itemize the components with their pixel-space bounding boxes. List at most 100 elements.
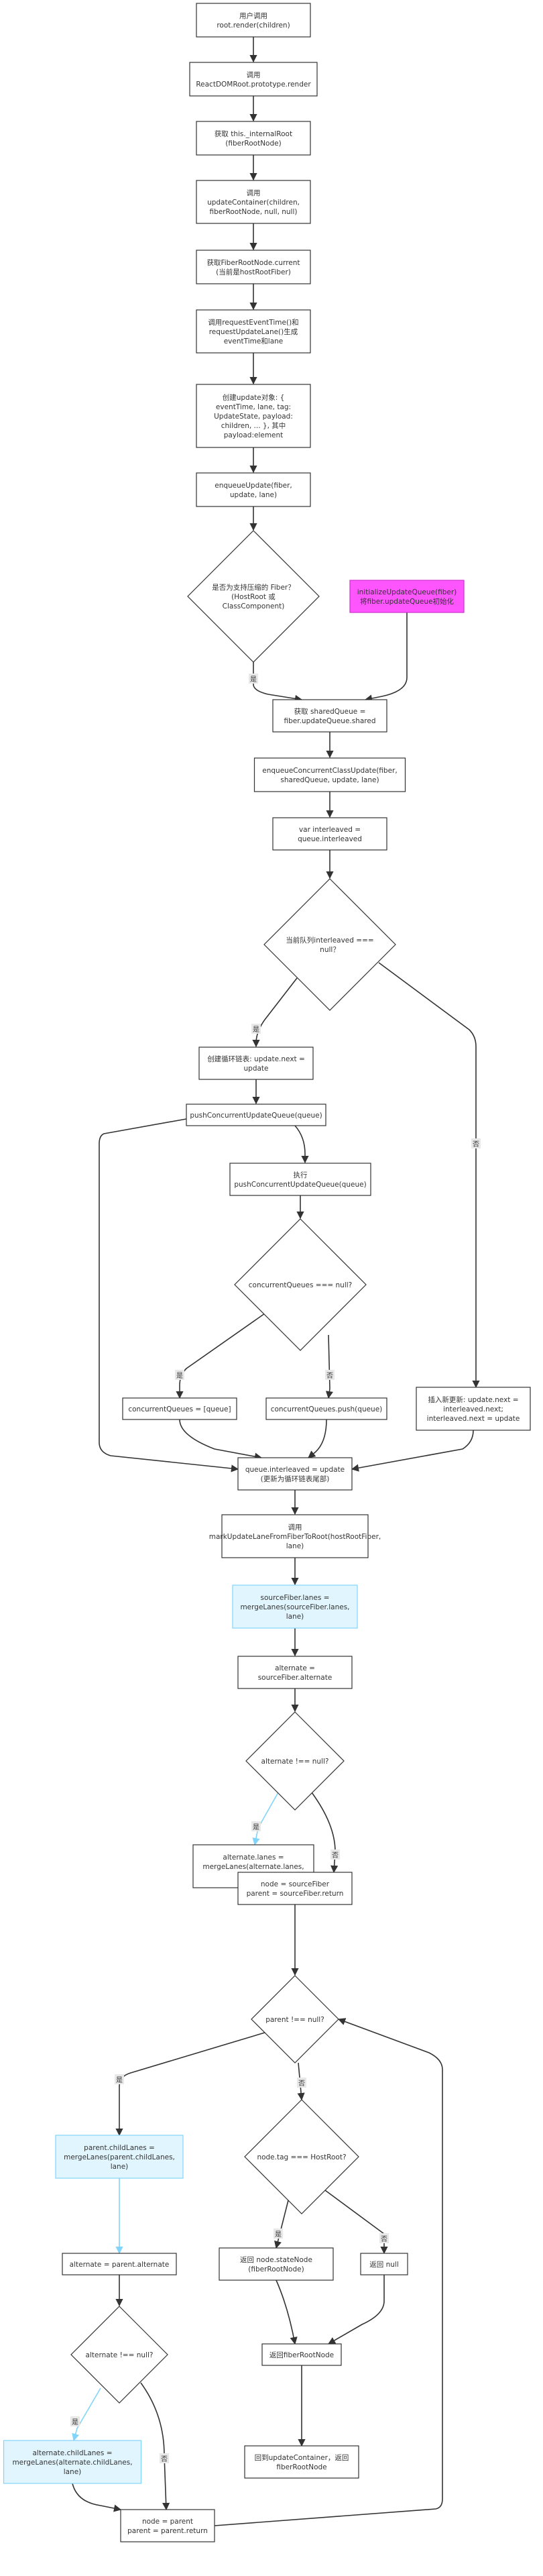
node-text-line: (fiberRootNode): [225, 140, 281, 148]
node-text-line: requestUpdateLane()生成: [209, 327, 298, 336]
edge-label-bg: [175, 1370, 184, 1380]
flow-node-d5: parent !== null?: [251, 1975, 339, 2063]
node-text-line: ReactDOMRoot.prototype.render: [196, 80, 311, 89]
edge-label: 是: [249, 674, 258, 684]
node-text-line: interleaved.next;: [443, 1405, 503, 1413]
node-text-line: pushConcurrentUpdateQueue(queue): [234, 1181, 366, 1189]
node-box: [416, 1387, 531, 1431]
flow-edge: [328, 2275, 385, 2345]
edge-label-text: 是: [275, 2231, 282, 2239]
node-text-line: 调用requestEventTime()和: [208, 319, 298, 327]
node-text-line: 调用: [247, 71, 261, 79]
flow-node-n27: 返回 null: [360, 2253, 408, 2275]
node-text-line: 调用: [288, 1523, 302, 1532]
node-text-line: eventTime和lane: [224, 337, 284, 345]
edge-label-text: 是: [253, 1026, 259, 1034]
node-text-line: root.render(children): [217, 21, 290, 30]
edge-label: 是: [175, 1370, 184, 1380]
node-text-line: var interleaved =: [299, 826, 361, 834]
node-text-line: mergeLanes(alternate.lanes,: [202, 1863, 304, 1871]
node-text-line: null？: [320, 946, 340, 954]
node-text-line: lane): [286, 1613, 304, 1621]
flow-edge: [311, 1792, 339, 1874]
node-box: [186, 1104, 326, 1126]
edge-label: 是: [251, 1821, 261, 1831]
node-text-line: updateContainer(children,: [207, 199, 300, 207]
node-box: [120, 2509, 215, 2542]
flow-node-n26: 返回 node.stateNode(fiberRootNode): [219, 2247, 334, 2281]
decision-diamond: [263, 878, 396, 1011]
flow-node-n15: concurrentQueues = [queue]: [122, 1397, 237, 1420]
node-text-line: 当前队列interleaved ===: [286, 936, 373, 945]
node-text-line: 创建update对象: {: [223, 393, 285, 402]
node-box: [272, 817, 387, 851]
flow-node-n30: 回到updateContainer，返回fiberRootNode: [244, 2445, 359, 2479]
node-text-line: 将fiber.updateQueue初始化: [360, 597, 454, 606]
node-text-line: lane): [286, 1542, 304, 1550]
flow-node-n6: 调用requestEventTime()和requestUpdateLane()…: [196, 309, 311, 354]
flow-node-n10: enqueueConcurrentClassUpdate(fiber,share…: [253, 757, 406, 792]
edge-label-text: 是: [253, 1823, 259, 1831]
node-text-line: (当前是hostRootFiber): [216, 268, 291, 276]
flow-edge: [378, 962, 480, 1389]
node-text-line: 创建循环链表: update.next =: [207, 1055, 305, 1063]
nodes-layer: 用户调用root.render(children)调用ReactDOMRoot.…: [3, 3, 531, 2542]
node-box: [272, 699, 387, 733]
node-text-line: fiber.updateQueue.shared: [284, 717, 375, 725]
node-text-line: eventTime, lane, tag:: [216, 403, 291, 411]
node-text-line: alternate !== null?: [86, 2351, 154, 2359]
edge-label: 否: [160, 2453, 169, 2463]
node-text-line: 执行: [294, 1171, 308, 1179]
node-box: [360, 2253, 408, 2275]
node-box: [55, 2135, 184, 2179]
edge-label-bg: [70, 2416, 80, 2426]
flow-node-d1: 是否为支持压缩的 Fiber？(HostRoot 或ClassComponent…: [187, 530, 320, 663]
node-text-line: ClassComponent): [223, 602, 285, 610]
decision-diamond: [245, 1711, 345, 1811]
flow-edge: [115, 2032, 265, 2137]
decision-diamond: [187, 530, 320, 663]
node-text-line: alternate.childLanes =: [33, 2449, 113, 2457]
flow-node-m1: initializeUpdateQueue(fiber)将fiber.updat…: [349, 580, 465, 613]
node-text-line: queue.interleaved = update: [245, 1466, 345, 1474]
edge-label-text: 否: [298, 2080, 305, 2088]
node-text-line: children, ... }, 其中: [221, 421, 286, 430]
edge-label-text: 否: [332, 1851, 339, 1860]
node-text-line: update: [244, 1065, 269, 1073]
edge-labels-layer: 是是否是否是否是否是否是否: [70, 674, 481, 2463]
flow-node-d2: 当前队列interleaved ===null？: [263, 878, 396, 1011]
node-text-line: alternate =: [275, 1664, 315, 1672]
flow-node-n17: 插入新更新: update.next =interleaved.next;int…: [416, 1387, 531, 1431]
flow-node-n25: alternate = parent.alternate: [62, 2253, 177, 2275]
flow-node-n28: 返回fiberRootNode: [261, 2343, 342, 2366]
edge-label: 否: [325, 1370, 335, 1380]
edge-label-bg: [297, 2078, 306, 2088]
node-text-line: 获取 sharedQueue =: [294, 708, 366, 716]
edge-label-bg: [471, 1138, 481, 1148]
edge-label: 是: [115, 2074, 124, 2084]
flow-node-n7: 创建update对象: {eventTime, lane, tag:Update…: [196, 384, 311, 448]
node-text-line: parent !== null?: [265, 2016, 324, 2024]
node-text-line: 获取 this._internalRoot: [215, 130, 292, 138]
node-box: [196, 3, 311, 38]
node-text-line: concurrentQueues.push(queue): [271, 1405, 383, 1413]
flow-node-n11: var interleaved =queue.interleaved: [272, 817, 387, 851]
node-text-line: lane): [111, 2163, 129, 2171]
node-text-line: interleaved.next = update: [427, 1415, 520, 1423]
node-text-line: parent = parent.return: [127, 2527, 208, 2535]
node-box: [189, 62, 318, 97]
node-text-line: alternate = parent.alternate: [70, 2261, 170, 2269]
node-text-line: pushConcurrentUpdateQueue(queue): [190, 1112, 322, 1120]
node-text-line: sharedQueue, update, lane): [280, 776, 379, 784]
edge-label: 否: [330, 1849, 340, 1860]
edge-label-bg: [379, 2233, 389, 2243]
node-box: [253, 757, 406, 792]
node-box: [229, 1163, 371, 1196]
edge-label: 是: [251, 1024, 261, 1034]
flow-edge: [214, 2018, 443, 2526]
node-text-line: node = parent: [142, 2518, 193, 2526]
edge-label-text: 是: [176, 1372, 183, 1380]
edge-label: 否: [379, 2233, 389, 2243]
node-box: [196, 121, 311, 156]
